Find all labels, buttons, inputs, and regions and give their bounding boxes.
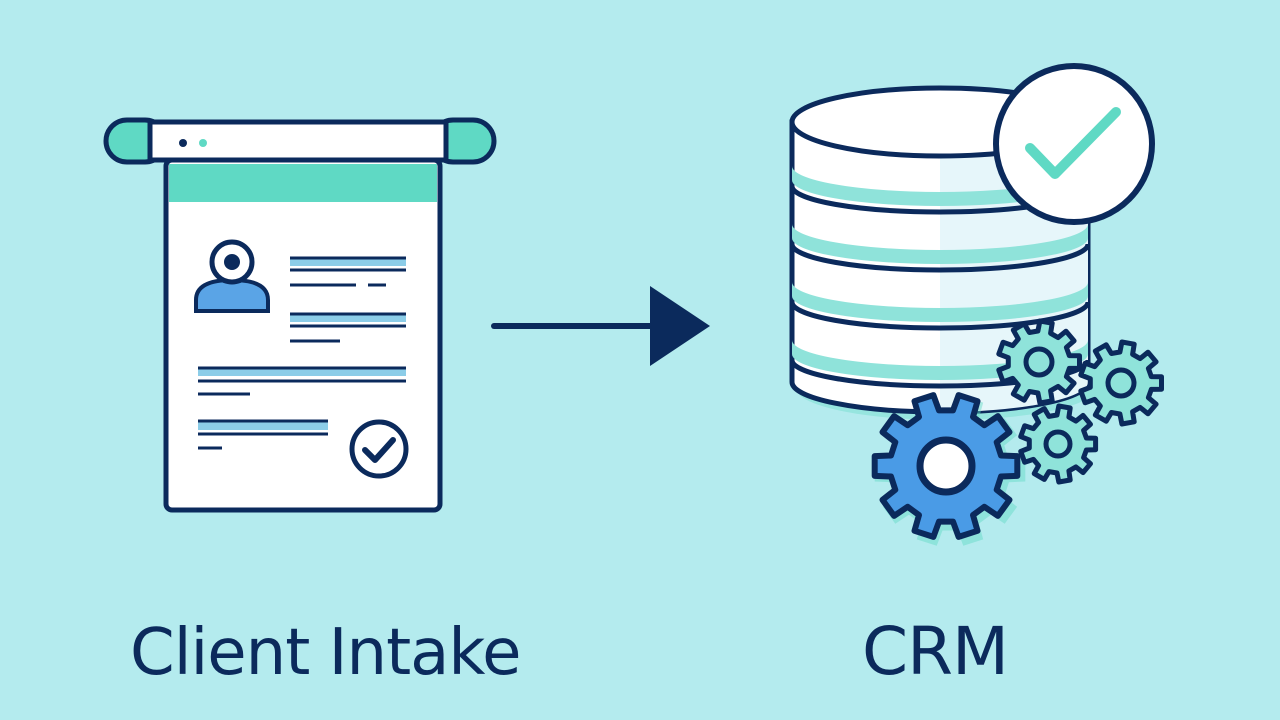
gear-icon [996, 318, 1082, 406]
gears-group [871, 318, 1164, 546]
document-header-band [169, 164, 437, 202]
window-dot [199, 139, 207, 147]
avatar-icon [194, 239, 270, 313]
gear-icon [1078, 339, 1164, 427]
check-badge-icon [993, 63, 1155, 225]
form-text-lines [198, 256, 406, 450]
label-client-intake: Client Intake [130, 616, 521, 690]
intake-form-document-icon [103, 117, 497, 513]
gear-icon [871, 392, 1026, 546]
arrow-right-icon [491, 286, 710, 366]
window-dot [179, 139, 187, 147]
document-top-bar [147, 119, 449, 163]
gear-icon [1018, 403, 1099, 485]
label-crm: CRM [862, 613, 1008, 690]
form-check-icon [349, 419, 409, 479]
